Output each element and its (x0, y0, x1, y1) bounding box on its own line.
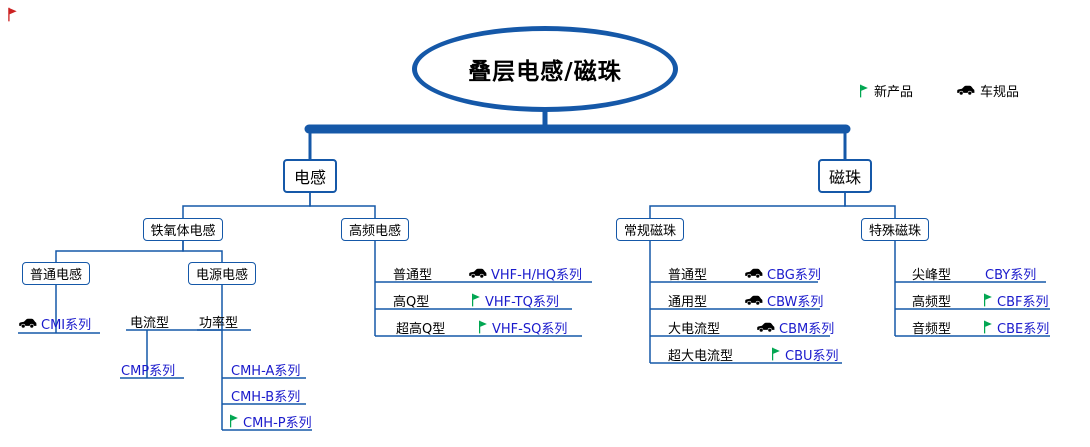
leaf-sb-high-freq-type-label: 高频型 (912, 294, 952, 310)
topic-ferrite-inductor-label: 铁氧体电感 (150, 224, 216, 239)
series-cby[interactable]: CBY系列 (985, 264, 1037, 283)
topic-high-freq-inductor[interactable]: 高频电感 (341, 218, 409, 241)
series-cmh-a[interactable]: CMH-A系列 (231, 360, 301, 379)
series-cbu[interactable]: CBU系列 (770, 345, 839, 364)
leaf-rb-general-type-label: 通用型 (668, 294, 708, 310)
series-vhf-tq[interactable]: VHF-TQ系列 (470, 291, 559, 310)
topic-common-inductor[interactable]: 普通电感 (22, 262, 90, 285)
series-cbg[interactable]: CBG系列 (744, 264, 821, 283)
series-cbw-label: CBW系列 (767, 294, 824, 310)
leaf-hf-common-type-label: 普通型 (393, 267, 433, 283)
series-cbw[interactable]: CBW系列 (744, 291, 824, 310)
leaf-hf-ultra-q-type[interactable]: 超高Q型 (396, 318, 446, 337)
car-icon (18, 318, 37, 329)
leaf-hf-ultra-q-type-label: 超高Q型 (396, 321, 446, 337)
leaf-rb-common-type[interactable]: 普通型 (668, 264, 708, 283)
leaf-power-type-label: 功率型 (199, 315, 239, 331)
leaf-hf-high-q-type-label: 高Q型 (393, 294, 430, 310)
series-cmp[interactable]: CMP系列 (121, 360, 176, 379)
leaf-sb-audio-type-label: 音频型 (912, 321, 952, 337)
series-cmh-p-label: CMH-P系列 (243, 415, 312, 431)
topic-inductor[interactable]: 电感 (283, 159, 337, 193)
series-vhf-sq-label: VHF-SQ系列 (492, 321, 568, 337)
car-icon (744, 295, 763, 306)
leaf-hf-common-type[interactable]: 普通型 (393, 264, 433, 283)
car-icon (956, 85, 975, 96)
leaf-sb-audio-type[interactable]: 音频型 (912, 318, 952, 337)
series-cbf[interactable]: CBF系列 (982, 291, 1049, 310)
series-vhf-h-hq[interactable]: VHF-H/HQ系列 (468, 264, 583, 283)
leaf-rb-ultra-current-type[interactable]: 超大电流型 (668, 345, 734, 364)
legend-new-product: 新产品 (858, 81, 913, 100)
series-cbm-label: CBM系列 (779, 321, 835, 337)
topic-ferrite-inductor[interactable]: 铁氧体电感 (143, 218, 223, 241)
series-cbe[interactable]: CBE系列 (982, 318, 1050, 337)
series-cmh-a-label: CMH-A系列 (231, 363, 301, 379)
leaf-rb-common-type-label: 普通型 (668, 267, 708, 283)
legend-automotive: 车规品 (956, 81, 1019, 100)
series-cbg-label: CBG系列 (767, 267, 821, 283)
topic-regular-bead[interactable]: 常规磁珠 (616, 218, 684, 241)
legend-automotive-label: 车规品 (980, 85, 1020, 100)
flag-icon (982, 320, 993, 334)
flag-icon (470, 293, 481, 307)
leaf-rb-general-type[interactable]: 通用型 (668, 291, 708, 310)
flag-icon (982, 293, 993, 307)
car-icon (468, 268, 487, 279)
car-icon (756, 322, 775, 333)
flag-icon (770, 347, 781, 361)
topic-power-supply-inductor[interactable]: 电源电感 (188, 262, 256, 285)
red-watermark-icon (6, 7, 18, 22)
series-cby-label: CBY系列 (985, 267, 1037, 283)
series-cmp-label: CMP系列 (121, 363, 176, 379)
topic-power-supply-inductor-label: 电源电感 (195, 268, 248, 283)
flag-icon (858, 84, 869, 98)
series-cmi-label: CMI系列 (41, 317, 92, 333)
series-cbe-label: CBE系列 (997, 321, 1050, 337)
series-cbf-label: CBF系列 (997, 294, 1049, 310)
leaf-current-type-label: 电流型 (130, 315, 170, 331)
leaf-hf-high-q-type[interactable]: 高Q型 (393, 291, 430, 310)
series-cmh-b-label: CMH-B系列 (231, 389, 301, 405)
topic-special-bead-label: 特殊磁珠 (868, 224, 921, 239)
series-vhf-h-hq-label: VHF-H/HQ系列 (491, 267, 583, 283)
leaf-sb-high-freq-type[interactable]: 高频型 (912, 291, 952, 310)
topic-high-freq-inductor-label: 高频电感 (348, 224, 401, 239)
series-cbm[interactable]: CBM系列 (756, 318, 835, 337)
series-cmh-b[interactable]: CMH-B系列 (231, 386, 301, 405)
series-cmi[interactable]: CMI系列 (18, 314, 92, 333)
leaf-power-type[interactable]: 功率型 (199, 312, 239, 331)
topic-bead-label: 磁珠 (828, 168, 861, 187)
flag-icon (228, 414, 239, 428)
leaf-sb-spike-type[interactable]: 尖峰型 (912, 264, 952, 283)
car-icon (744, 268, 763, 279)
flag-icon (477, 320, 488, 334)
topic-common-inductor-label: 普通电感 (29, 268, 82, 283)
leaf-rb-ultra-current-type-label: 超大电流型 (668, 348, 734, 364)
topic-bead[interactable]: 磁珠 (818, 159, 872, 193)
root-topic[interactable]: 叠层电感/磁珠 (412, 26, 678, 112)
series-cbu-label: CBU系列 (785, 348, 839, 364)
leaf-rb-high-current-type-label: 大电流型 (668, 321, 721, 337)
topic-regular-bead-label: 常规磁珠 (623, 224, 676, 239)
root-topic-label: 叠层电感/磁珠 (468, 59, 622, 85)
series-vhf-tq-label: VHF-TQ系列 (485, 294, 559, 310)
legend-new-product-label: 新产品 (874, 85, 914, 100)
leaf-rb-high-current-type[interactable]: 大电流型 (668, 318, 721, 337)
series-vhf-sq[interactable]: VHF-SQ系列 (477, 318, 568, 337)
leaf-current-type[interactable]: 电流型 (130, 312, 170, 331)
topic-special-bead[interactable]: 特殊磁珠 (861, 218, 929, 241)
topic-inductor-label: 电感 (293, 168, 326, 187)
series-cmh-p[interactable]: CMH-P系列 (228, 412, 312, 431)
leaf-sb-spike-type-label: 尖峰型 (912, 267, 952, 283)
